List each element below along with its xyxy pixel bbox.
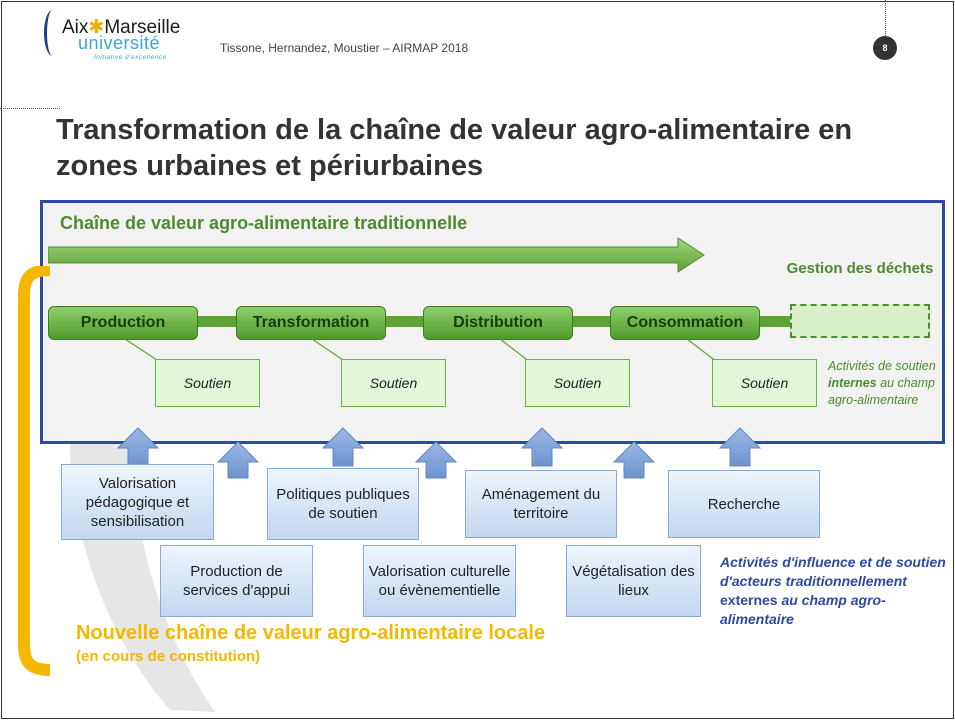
activity-pedagogique: Valorisation pédagogique et sensibilisat… [61, 464, 214, 540]
support-box-distribution: Soutien [525, 359, 630, 407]
title-marker-line [0, 108, 60, 109]
waste-management-box [790, 304, 930, 338]
stage-connector [384, 316, 424, 327]
stage-distribution: Distribution [423, 306, 573, 340]
stage-connector [196, 316, 238, 327]
external-influence-note: Activités d'influence et de soutien d'ac… [720, 554, 946, 627]
logo-tagline: Initiative d'excellence [94, 54, 167, 61]
support-box-transformation: Soutien [341, 359, 446, 407]
waste-management-label: Gestion des déchets [786, 260, 934, 277]
authors-line: Tissone, Hernandez, Moustier – AIRMAP 20… [220, 41, 469, 55]
chain-arrow-icon [48, 237, 705, 273]
activity-valorisation-culturelle: Valorisation culturelle ou évènementiell… [363, 545, 516, 617]
page-number-badge: 8 [873, 36, 897, 60]
activity-recherche: Recherche [668, 470, 820, 538]
traditional-chain-label: Chaîne de valeur agro-alimentaire tradit… [60, 213, 468, 233]
new-chain-bracket [18, 266, 51, 676]
support-box-production: Soutien [155, 359, 260, 407]
activity-amenagement-territoire: Aménagement du territoire [465, 470, 617, 538]
activity-vegetalisation: Végétalisation des lieux [566, 545, 701, 617]
internal-support-note: Activités de soutien internes au champ a… [828, 359, 936, 407]
support-box-consommation: Soutien [712, 359, 817, 407]
stage-connector [759, 316, 791, 327]
new-chain-sublabel: (en cours de constitution) [76, 648, 261, 665]
logo-text-universite: université [78, 33, 161, 53]
stage-connector [571, 316, 611, 327]
logo-text-aix-marseille: Aix✱Marseille [62, 17, 181, 38]
stage-consommation: Consommation [610, 306, 760, 340]
logo-bracket [44, 10, 61, 56]
slide-title: Transformation de la chaîne de valeur ag… [56, 114, 853, 182]
page-marker-line [885, 0, 886, 36]
stage-transformation: Transformation [236, 306, 386, 340]
activity-politiques-publiques: Politiques publiques de soutien [267, 468, 419, 540]
stage-production: Production [48, 306, 198, 340]
new-chain-label: Nouvelle chaîne de valeur agro-alimentai… [76, 622, 546, 644]
activity-services-appui: Production de services d'appui [160, 545, 313, 617]
